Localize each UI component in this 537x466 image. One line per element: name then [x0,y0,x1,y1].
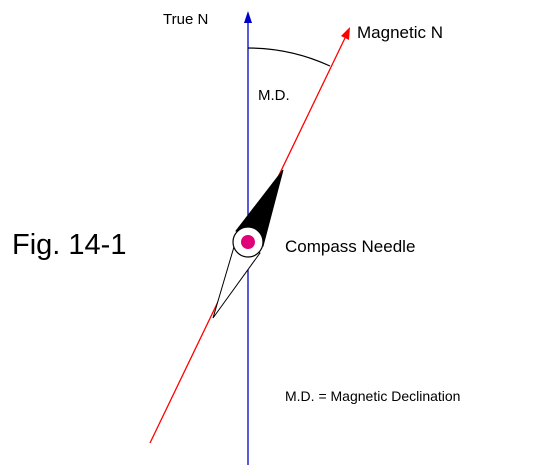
legend-label: M.D. = Magnetic Declination [285,388,460,404]
true-north-arrowhead [244,11,252,23]
compass-needle-label: Compass Needle [285,237,415,256]
declination-arc [248,48,330,66]
magnetic-north-arrowhead [341,27,350,40]
needle-pivot-dot [241,235,255,249]
magnetic-north-label: Magnetic N [357,23,443,42]
declination-angle-label: M.D. [258,87,290,104]
figure-number-label: Fig. 14-1 [12,229,126,261]
true-north-label: True N [163,11,208,28]
